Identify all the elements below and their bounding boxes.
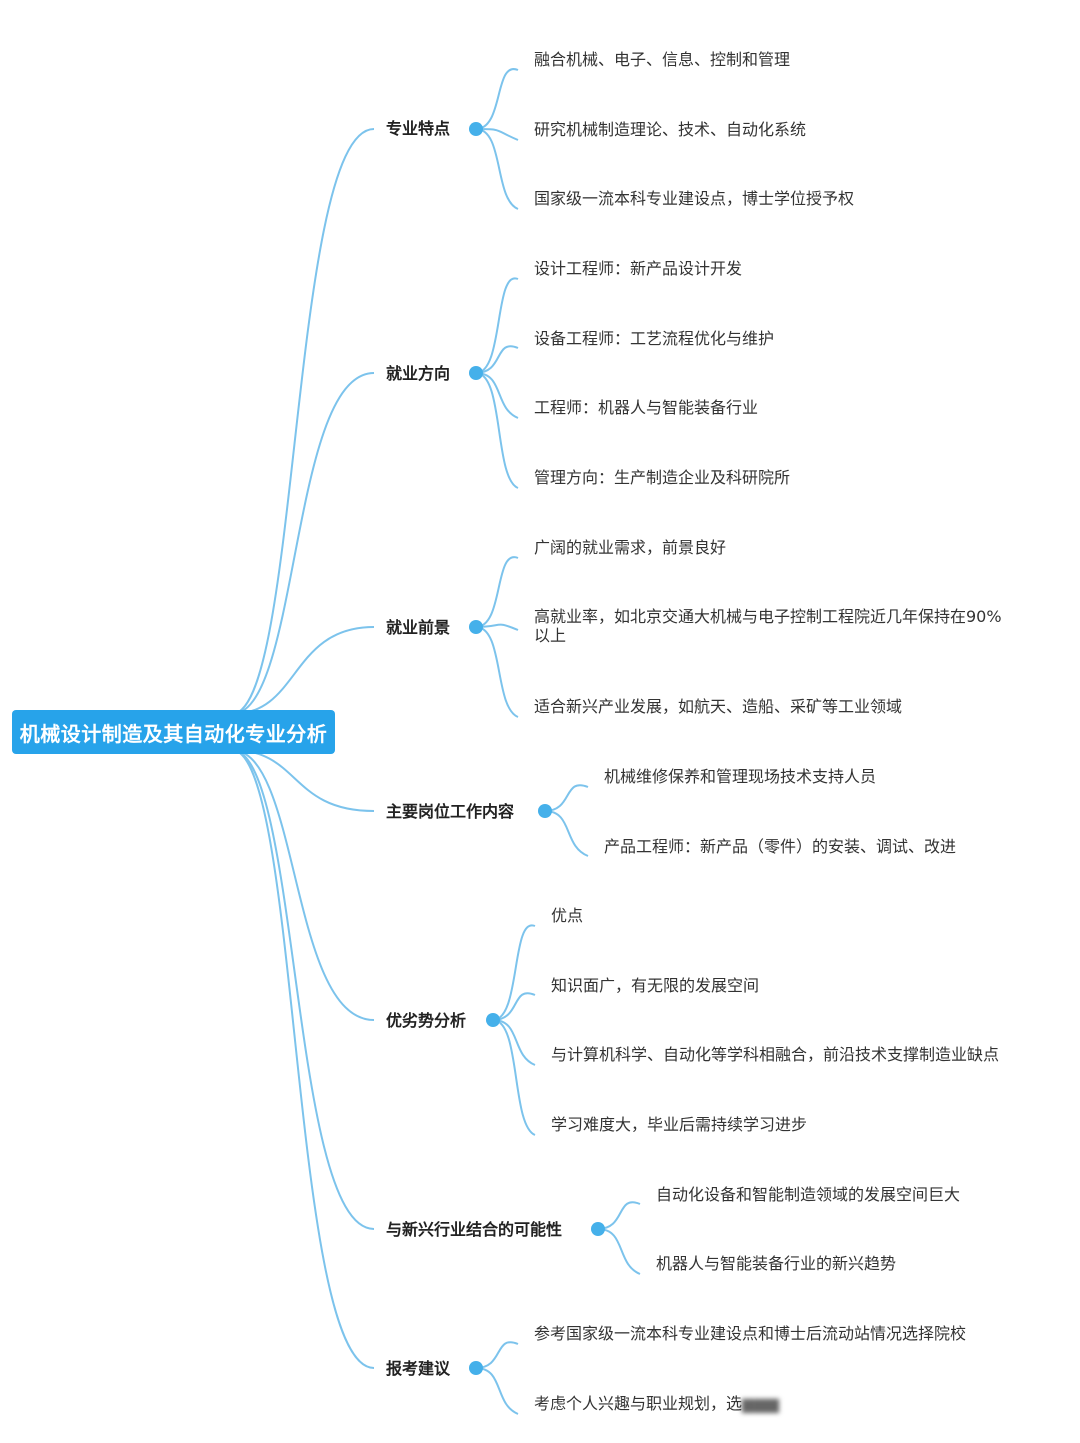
branch-connector [231,749,375,1021]
leaf-career-direction-3: 工程师：机器人与智能装备行业 [534,398,759,417]
branch-career-prospect[interactable]: 就业前景 [386,618,451,637]
leaf-connector [475,626,519,718]
branch-application-advice[interactable]: 报考建议 [386,1359,451,1378]
leaf-connector [475,556,519,628]
leaf-career-direction-2: 设备工程师：工艺流程优化与维护 [534,329,775,348]
leaf-main-duties-2: 产品工程师：新产品（零件）的安装、调试、改进 [604,837,957,856]
leaf-career-direction-4: 管理方向：生产制造企业及科研院所 [534,468,791,487]
branch-dot-icon[interactable] [486,1013,500,1027]
leaf-career-prospect-3: 适合新兴产业发展，如航天、造船、采矿等工业领域 [534,697,903,716]
leaf-pros-cons-1: 优点 [551,906,584,925]
leaf-main-duties-1: 机械维修保养和管理现场技术支持人员 [604,767,877,786]
leaf-application-advice-2: 考虑个人兴趣与职业规划，选▆▆▆ [534,1394,779,1413]
leaf-career-prospect-2: 高就业率，如北京交通大机械与电子控制工程院近几年保持在90%以上 [534,607,1002,645]
branch-career-direction[interactable]: 就业方向 [386,364,451,383]
leaf-connector [475,277,519,374]
leaf-connector [492,992,536,1021]
leaf-career-prospect-1: 广阔的就业需求，前景良好 [534,538,727,557]
branch-dot-icon[interactable] [469,1361,483,1375]
branch-pros-cons[interactable]: 优劣势分析 [386,1011,467,1030]
leaf-emerging-industries-1: 自动化设备和智能制造领域的发展空间巨大 [656,1185,961,1204]
branch-connector [231,749,375,812]
leaf-major-features-1: 融合机械、电子、信息、控制和管理 [534,50,791,69]
leaf-pros-cons-2: 知识面广，有无限的发展空间 [551,976,760,995]
leaf-connector [475,1367,519,1415]
branch-dot-icon[interactable] [538,804,552,818]
branch-dot-icon[interactable] [591,1222,605,1236]
branch-connector [231,128,375,715]
leaf-connector [475,372,519,489]
leaf-major-features-2: 研究机械制造理论、技术、自动化系统 [534,120,807,139]
blurred-text-tail: ▆▆▆ [742,1394,779,1413]
branch-dot-icon[interactable] [469,620,483,634]
leaf-connector [475,1341,519,1369]
branch-dot-icon[interactable] [469,366,483,380]
leaf-major-features-3: 国家级一流本科专业建设点，博士学位授予权 [534,189,855,208]
branch-main-duties[interactable]: 主要岗位工作内容 [386,802,515,821]
leaf-connector [544,810,589,857]
leaf-connector [475,372,519,419]
leaf-connector [544,784,589,812]
leaf-connector [597,1201,641,1230]
leaf-connector [597,1228,641,1275]
leaf-connector [475,128,519,210]
leaf-connector [475,68,519,130]
root-node[interactable]: 机械设计制造及其自动化专业分析 [12,710,335,754]
branch-connector [231,749,375,1230]
leaf-pros-cons-3: 与计算机科学、自动化等学科相融合，前沿技术支撑制造业缺点 [551,1045,1000,1064]
leaf-connector [492,924,536,1021]
leaf-application-advice-1: 参考国家级一流本科专业建设点和博士后流动站情况选择院校 [534,1324,967,1343]
branch-emerging-industries[interactable]: 与新兴行业结合的可能性 [386,1220,563,1239]
leaf-career-direction-1: 设计工程师：新产品设计开发 [534,259,743,278]
leaf-connector [492,1019,536,1136]
branch-connector [231,749,375,1369]
branch-dot-icon[interactable] [469,122,483,136]
leaf-connector [475,345,519,374]
branch-connector [231,372,375,715]
leaf-connector [492,1019,536,1066]
branch-major-features[interactable]: 专业特点 [386,119,451,138]
leaf-pros-cons-4: 学习难度大，毕业后需持续学习进步 [551,1115,808,1134]
leaf-application-advice-2-text: 考虑个人兴趣与职业规划，选 [534,1394,743,1413]
leaf-emerging-industries-2: 机器人与智能装备行业的新兴趋势 [656,1254,897,1273]
